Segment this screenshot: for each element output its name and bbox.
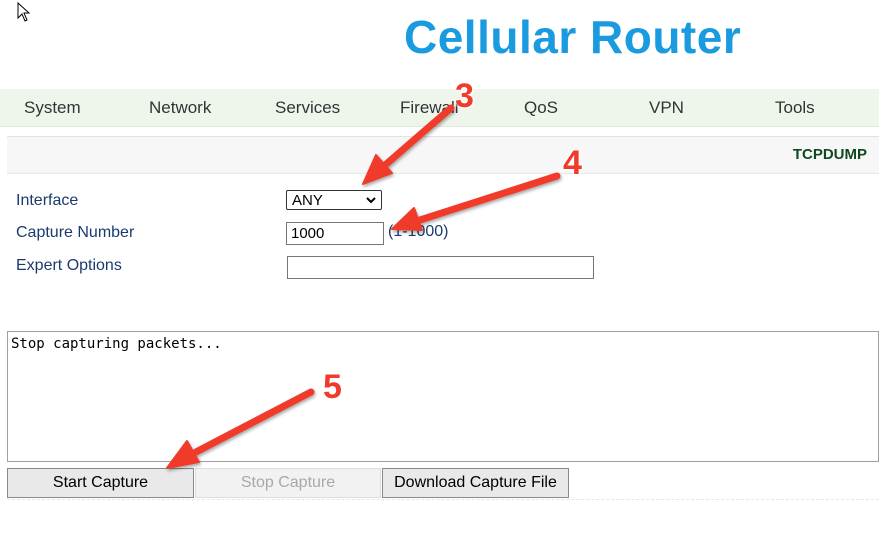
capture-number-hint: (1-1000) [388, 223, 449, 240]
nav-item-tools[interactable]: Tools [775, 98, 815, 117]
nav-item-system[interactable]: System [24, 98, 81, 117]
capture-number-input[interactable] [286, 222, 384, 245]
stop-capture-button[interactable]: Stop Capture [195, 468, 381, 498]
interface-select-value: ANY [292, 192, 323, 209]
section-title: TCPDUMP [792, 146, 867, 163]
nav-item-vpn[interactable]: VPN [649, 98, 684, 117]
mouse-cursor-icon [17, 2, 31, 22]
nav-item-network[interactable]: Network [149, 98, 212, 117]
start-capture-button[interactable]: Start Capture [7, 468, 194, 498]
download-capture-file-button[interactable]: Download Capture File [382, 468, 569, 498]
nav-item-qos[interactable]: QoS [524, 98, 559, 117]
nav-item-firewall[interactable]: Firewall [400, 98, 459, 117]
nav-item-services[interactable]: Services [275, 98, 341, 117]
annotation-arrow-4 [391, 172, 561, 231]
chevron-down-icon [366, 197, 376, 204]
annotation-label-3: 3 [455, 77, 474, 115]
interface-label: Interface [16, 192, 79, 209]
capture-log-textarea[interactable]: Stop capturing packets... [7, 331, 879, 462]
capture-number-label: Capture Number [16, 224, 135, 241]
annotation-label-4: 4 [563, 144, 582, 182]
brand-title: Cellular Router [404, 11, 742, 63]
expert-options-label: Expert Options [16, 257, 122, 274]
expert-options-input[interactable] [287, 256, 594, 279]
section-header: TCPDUMP [7, 136, 879, 174]
interface-select[interactable]: ANY [286, 190, 382, 210]
main-nav: System Network Services Firewall QoS VPN… [0, 89, 879, 127]
annotation-label-5: 5 [323, 368, 342, 406]
footer-divider [7, 499, 879, 500]
